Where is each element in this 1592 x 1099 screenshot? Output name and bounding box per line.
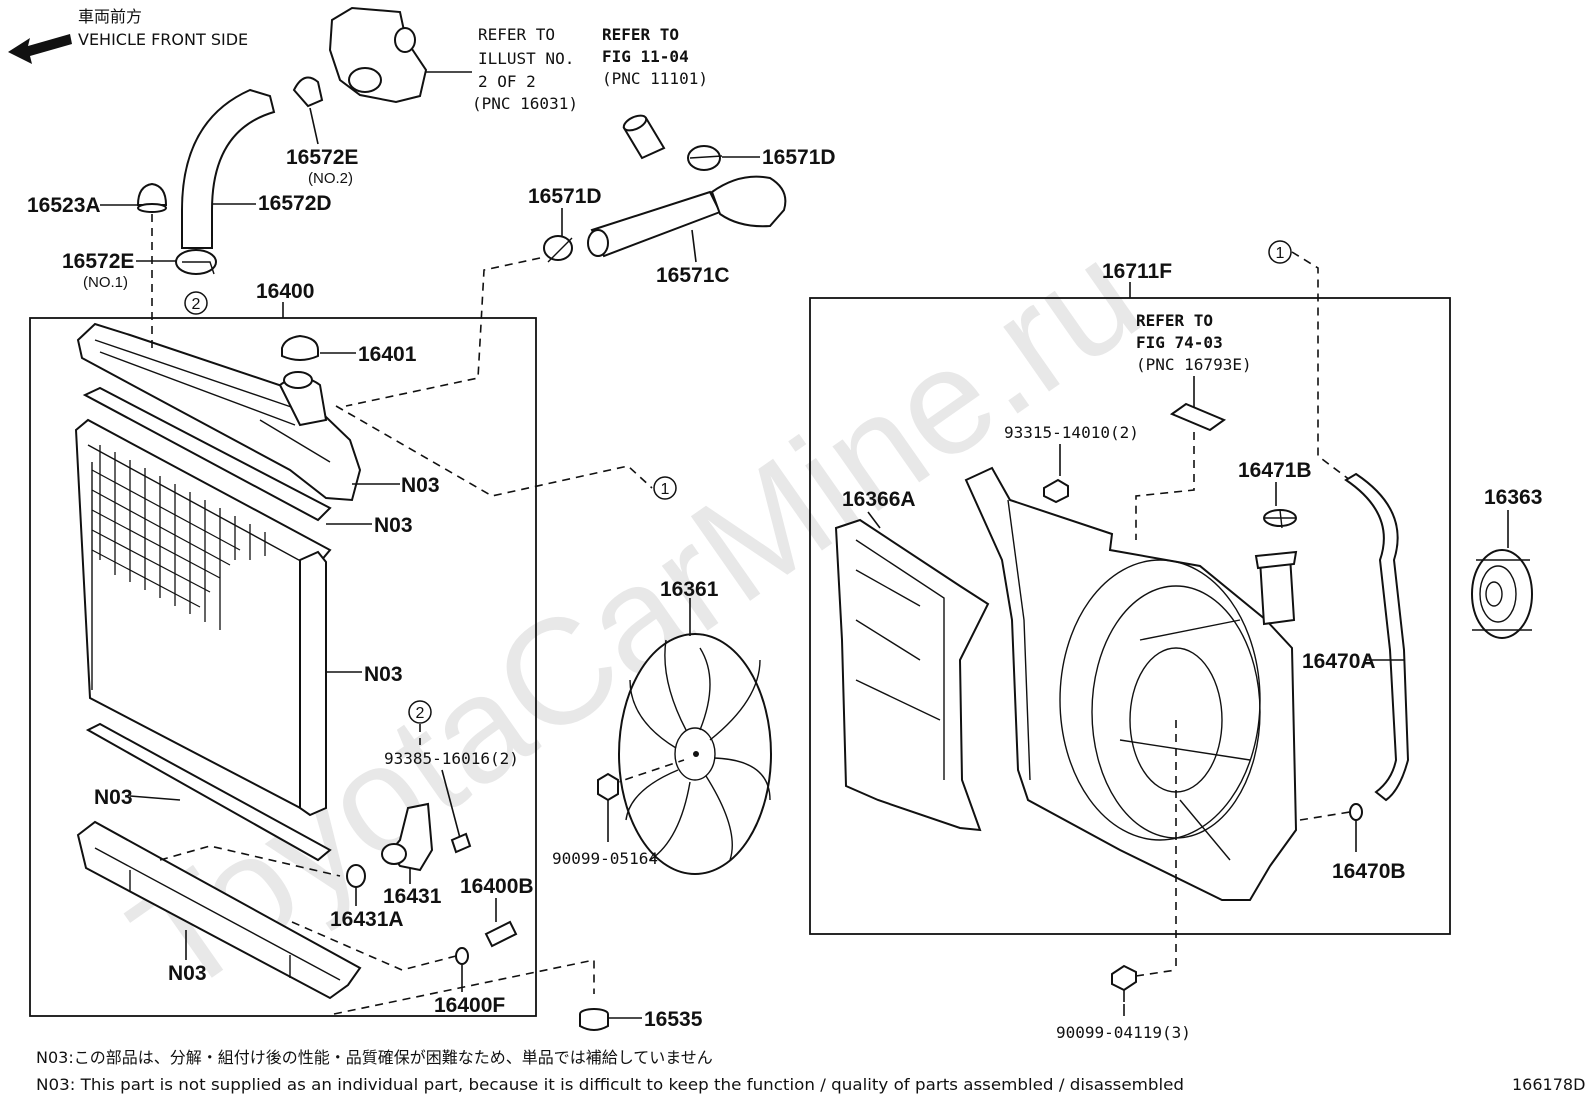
leader-plug-tank (291, 921, 457, 971)
illustration-id: 166178D (1512, 1075, 1585, 1094)
o-ring-16431A (346, 864, 366, 888)
part-90099-05164: 90099-05164 (552, 849, 658, 868)
grommet-16535 (579, 1008, 609, 1031)
o-ring-16400F (455, 947, 469, 965)
part-16366A: 16366A (842, 488, 916, 511)
part-16572E-no1: 16572E (62, 250, 134, 273)
leader-16535 (333, 959, 595, 1015)
part-93315: 93315-14010(2) (1004, 423, 1139, 442)
part-16571D-mid: 16571D (528, 185, 602, 208)
radiator-upper-tank (76, 322, 362, 502)
plug-16400B (484, 920, 518, 948)
lower-gasket (85, 722, 332, 862)
leader-drain-tank (159, 845, 341, 877)
clamp-no2 (292, 76, 324, 108)
direction-en: VEHICLE FRONT SIDE (78, 30, 248, 49)
part-16572E-no2-sub: (NO.2) (308, 170, 353, 187)
part-16571D-top: 16571D (762, 146, 836, 169)
part-16431A: 16431A (330, 908, 404, 931)
part-90099-04119: 90099-04119(3) (1056, 1023, 1191, 1042)
hose-pipe-short (622, 114, 666, 160)
clip-16470B (1349, 803, 1363, 821)
marker-one-left: 1 (653, 476, 677, 500)
ref-fig1104-1: REFER TO (602, 25, 679, 44)
bolt-90099-04119 (1111, 964, 1137, 1002)
radiator-lower-tank (76, 820, 362, 1000)
part-16401: 16401 (358, 343, 417, 366)
part-16363: 16363 (1484, 486, 1542, 509)
part-16571C: 16571C (656, 264, 730, 287)
bolt-93315 (1043, 478, 1069, 504)
ref-illust-3: 2 OF 2 (478, 72, 536, 91)
svg-text:2: 2 (192, 296, 201, 313)
part-16431: 16431 (383, 885, 442, 908)
part-16400F: 16400F (434, 994, 505, 1017)
note-jp: N03:この部品は、分解・組付け後の性能・品質確保が困難なため、単品では補給して… (36, 1048, 713, 1067)
upper-hose (181, 88, 276, 249)
note-en: N03: This part is not supplied as an ind… (36, 1075, 1184, 1094)
water-outlet (328, 6, 428, 104)
ref-illust-2: ILLUST NO. (478, 49, 574, 68)
svg-text:1: 1 (1276, 245, 1285, 262)
n03-lower-gasket: N03 (94, 786, 133, 809)
drain-cock-bolt (450, 832, 472, 854)
reservoir-cap-16523A (136, 182, 168, 213)
part-93385: 93385-16016(2) (384, 749, 519, 768)
radiator-cap-16401 (281, 334, 319, 361)
n03-upper-gasket: N03 (374, 514, 413, 537)
lower-hose-16571C (587, 175, 787, 258)
direction-jp: 車両前方 (78, 7, 142, 26)
svg-text:1: 1 (661, 481, 670, 498)
part-16572E-no1-sub: (NO.1) (83, 274, 128, 291)
upper-gasket (82, 386, 332, 522)
ref-fig7403-3: (PNC 16793E) (1136, 355, 1252, 374)
ref-fig1104-2: FIG 11-04 (602, 47, 689, 66)
overflow-hose-16470A (1344, 472, 1410, 802)
n03-upper-tank: N03 (401, 474, 440, 497)
ref-illust-1: REFER TO (478, 25, 555, 44)
n03-side-plate: N03 (364, 663, 403, 686)
fan-16361 (618, 633, 772, 875)
part-16400B: 16400B (460, 875, 534, 898)
marker-one-right: 1 (1268, 240, 1292, 264)
leader-16571D-radiator (345, 257, 541, 407)
part-16400: 16400 (256, 280, 314, 303)
clamp-no1 (175, 249, 217, 275)
n03-lower-tank: N03 (168, 962, 207, 985)
marker-two-lower: 2 (408, 700, 432, 724)
part-16471B: 16471B (1238, 459, 1312, 482)
fan-nut-90099-05164 (597, 772, 619, 802)
fan-shroud (964, 466, 1298, 901)
part-16523A: 16523A (27, 194, 101, 217)
cap-16471B (1263, 509, 1297, 529)
svg-text:2: 2 (416, 705, 425, 722)
part-16361: 16361 (660, 578, 719, 601)
leader-marker-one-left (335, 405, 653, 497)
ref-fig7403-1: REFER TO (1136, 311, 1213, 330)
clamp-16571D-mid (543, 235, 573, 263)
ref-fig7403-2: FIG 74-03 (1136, 333, 1223, 352)
marker-two-top: 2 (184, 291, 208, 315)
part-16711F: 16711F (1102, 260, 1172, 283)
part-16470A: 16470A (1302, 650, 1376, 673)
part-16572E-no2: 16572E (286, 146, 358, 169)
part-16572D: 16572D (258, 192, 332, 215)
vehicle-front-arrow-icon (8, 34, 72, 64)
ref-illust-4: (PNC 16031) (472, 94, 578, 113)
fan-motor-16363 (1471, 549, 1533, 639)
label-sticker (1169, 402, 1227, 432)
ref-fig1104-3: (PNC 11101) (602, 69, 708, 88)
radiator-core (74, 418, 332, 817)
clamp-16571D-top (687, 145, 723, 171)
part-16470B: 16470B (1332, 860, 1406, 883)
baffle-16366A (834, 518, 990, 832)
part-16535: 16535 (644, 1008, 703, 1031)
